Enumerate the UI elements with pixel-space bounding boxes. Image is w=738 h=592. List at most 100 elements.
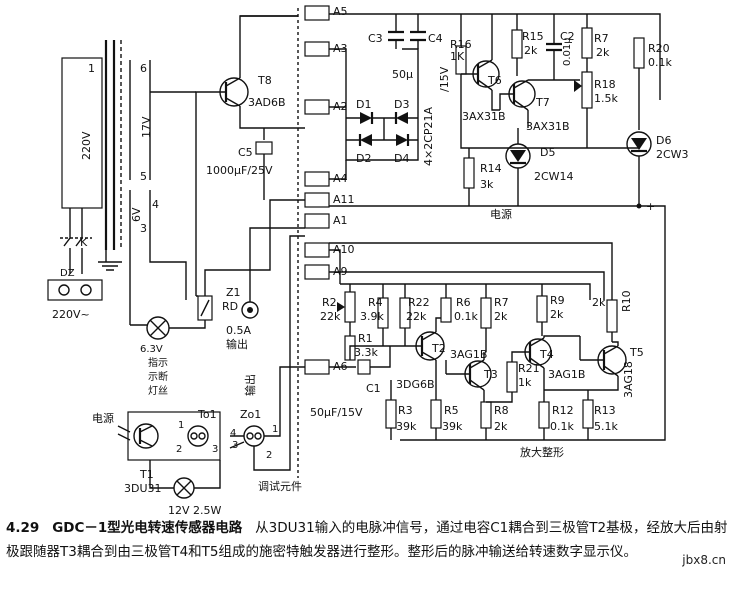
figure-title: GDC－1型光电转速传感器电路 (52, 520, 243, 536)
svg-text:T8: T8 (257, 74, 272, 87)
svg-text:R7: R7 (594, 32, 609, 45)
svg-text:220V: 220V (80, 131, 93, 160)
svg-text:C3: C3 (368, 32, 383, 45)
svg-text:R20: R20 (648, 42, 670, 55)
svg-text:50μ: 50μ (392, 68, 413, 81)
svg-text:R6: R6 (456, 296, 471, 309)
resistor-r5 (430, 399, 442, 429)
voltage-regulator: R16 1K T6 3AX31B R15 2k T7 3AX31B C2 0.0… (329, 14, 640, 221)
svg-text:D4: D4 (394, 152, 409, 165)
svg-text:0.5A: 0.5A (226, 324, 251, 337)
terminal-label: A10 (333, 243, 355, 256)
svg-text:D1: D1 (356, 98, 371, 111)
svg-text:C5: C5 (238, 146, 253, 159)
svg-text:3DU31: 3DU31 (124, 482, 162, 495)
svg-text:调试元件: 调试元件 (258, 480, 302, 493)
svg-text:Zo1: Zo1 (240, 408, 261, 421)
terminal-a1 (304, 213, 330, 229)
terminal-a5 (304, 5, 330, 21)
indicator-lamp: 6.3V 指示 示断 灯丝 (129, 240, 213, 397)
debug-socket: Zo1 输出 4 3 1 2 调试元件 (229, 235, 305, 493)
resistor-r10 (606, 299, 618, 333)
terminal-label: A11 (333, 193, 355, 206)
svg-text:6: 6 (140, 62, 147, 75)
svg-text:R5: R5 (444, 404, 459, 417)
svg-text:0.1k: 0.1k (454, 310, 478, 323)
svg-text:R15: R15 (522, 30, 544, 43)
svg-text:RD: RD (222, 300, 238, 313)
diode-d3 (396, 112, 408, 124)
svg-text:4×2CP21A: 4×2CP21A (422, 106, 435, 166)
svg-text:3AG18: 3AG18 (622, 361, 635, 398)
svg-text:K: K (80, 236, 88, 249)
svg-text:22k: 22k (320, 310, 341, 323)
svg-text:T3: T3 (483, 368, 498, 381)
svg-text:3DG6B: 3DG6B (396, 378, 435, 391)
bridge-rectifier: D1 D3 D2 D4 4×2CP21A (329, 48, 435, 180)
svg-text:示断: 示断 (148, 370, 168, 383)
resistor-r3 (385, 399, 397, 429)
svg-text:39k: 39k (396, 420, 417, 433)
resistor-r9 (536, 295, 548, 323)
svg-text:D3: D3 (394, 98, 409, 111)
svg-text:DZ: DZ (60, 268, 75, 279)
svg-text:5.1k: 5.1k (594, 420, 618, 433)
resistor-r15 (511, 29, 523, 59)
socket-to1 (187, 425, 209, 447)
svg-text:2k: 2k (524, 44, 538, 57)
svg-text:R21: R21 (518, 362, 540, 375)
svg-text:指示: 指示 (148, 356, 168, 369)
transistor-t8: T8 3AD6B C5 1000μF/25V (150, 15, 305, 297)
resistor-r6 (440, 297, 452, 323)
svg-text:0.1k: 0.1k (550, 420, 574, 433)
watermark: jbx8.cn (682, 553, 726, 567)
svg-text:12V 2.5W: 12V 2.5W (168, 504, 222, 517)
terminal-a4 (304, 171, 330, 187)
svg-text:T6: T6 (487, 74, 502, 87)
resistor-r14 (463, 157, 475, 189)
terminal-label: A1 (333, 214, 348, 227)
circuit-diagram: A5 A3 A2 A4 A11 A1 A10 A9 A6 1 220V 6 17… (47, 5, 689, 517)
svg-text:3AD6B: 3AD6B (248, 96, 286, 109)
mains-plug (47, 279, 103, 301)
svg-text:C2: C2 (560, 30, 575, 43)
svg-text:输出: 输出 (243, 374, 257, 396)
svg-text:C4: C4 (428, 32, 443, 45)
figure-description: 从3DU31输入的电脉冲信号，通过电容C1耦合到三极管T2基极，经放大后由射极跟… (6, 520, 728, 560)
svg-text:R1: R1 (358, 332, 373, 345)
svg-text:3AG1B: 3AG1B (548, 368, 585, 381)
svg-text:Z1: Z1 (226, 286, 241, 299)
svg-text:输出: 输出 (226, 337, 248, 351)
svg-text:/15V: /15V (438, 66, 451, 92)
svg-text:灯丝: 灯丝 (148, 385, 168, 397)
terminal-a11 (304, 192, 330, 208)
figure-caption: 4.29 GDC－1型光电转速传感器电路 从3DU31输入的电脉冲信号，通过电容… (6, 516, 732, 564)
svg-text:3AG1B: 3AG1B (450, 348, 487, 361)
svg-text:电源: 电源 (490, 207, 512, 221)
resistor-r7 (480, 297, 492, 329)
svg-text:R18: R18 (594, 78, 616, 91)
svg-text:1.5k: 1.5k (594, 92, 618, 105)
svg-text:4: 4 (152, 198, 159, 211)
svg-text:D2: D2 (356, 152, 371, 165)
svg-text:6.3V: 6.3V (140, 344, 163, 355)
svg-text:R2: R2 (322, 296, 337, 309)
svg-text:4: 4 (230, 428, 236, 439)
svg-text:1000μF/25V: 1000μF/25V (206, 164, 273, 177)
svg-text:R14: R14 (480, 162, 502, 175)
svg-text:3.3k: 3.3k (354, 346, 378, 359)
svg-text:T5: T5 (629, 346, 644, 359)
diode-d2 (360, 134, 372, 146)
light-arrow-icon (117, 425, 131, 441)
mains-input: K DZ 220V~ (47, 208, 103, 321)
svg-text:电源: 电源 (92, 411, 114, 425)
resistor-r12 (538, 401, 550, 429)
svg-text:3AX31B: 3AX31B (462, 110, 506, 123)
terminal-a2 (304, 99, 330, 115)
svg-text:1k: 1k (518, 376, 532, 389)
svg-text:50μF/15V: 50μF/15V (310, 406, 363, 419)
terminal-strip: A5 A3 A2 A4 A11 A1 A10 A9 A6 (304, 5, 355, 375)
svg-text:3AX31B: 3AX31B (526, 120, 570, 133)
transistor-t4 (524, 338, 552, 366)
resistor-r21 (506, 361, 518, 393)
